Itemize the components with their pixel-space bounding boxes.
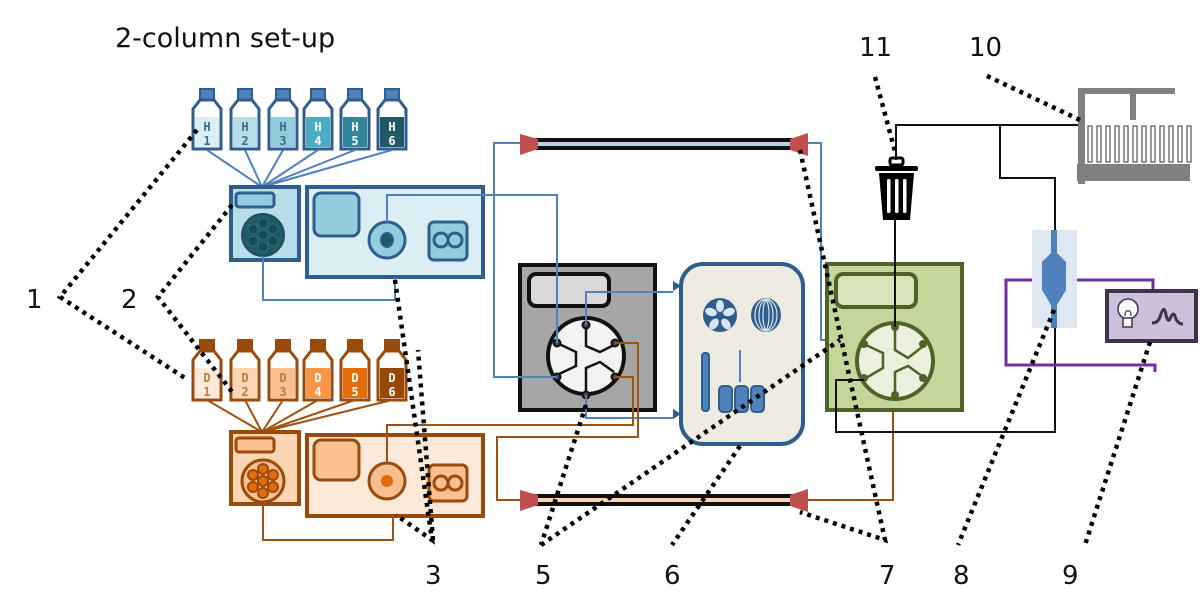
collection-tube: [1159, 125, 1165, 163]
trash-can-icon: [875, 156, 918, 220]
bottle-number: 4: [314, 134, 321, 148]
callout-labels: 1 2 3 5 6 7 8 9 10 11: [26, 33, 1079, 591]
bottle-number: 6: [388, 385, 395, 399]
label-3: 3: [425, 561, 442, 591]
label-2: 2: [121, 285, 138, 315]
d-solvent-selector-valve: [229, 430, 301, 506]
collection-tube: [1150, 125, 1156, 163]
bottle-letter: H: [279, 120, 286, 134]
label-8: 8: [953, 561, 970, 591]
bottle-letter: H: [388, 120, 395, 134]
h-flow-lines: [262, 142, 840, 419]
label-11: 11: [859, 33, 892, 63]
uv-detector: [1105, 289, 1198, 343]
bottle-number: 3: [279, 134, 286, 148]
bottle-letter: D: [203, 371, 210, 385]
collection-tube: [1141, 125, 1147, 163]
diagram-title: 2-column set-up: [115, 23, 335, 54]
d-bottle-lines: [206, 399, 393, 433]
collection-tube: [1168, 125, 1174, 163]
bottle-letter: D: [279, 371, 286, 385]
d-bottle: D6: [376, 339, 408, 402]
bottle-letter: D: [241, 371, 248, 385]
chromatogram-peak-icon: [1151, 308, 1184, 326]
label-6: 6: [664, 561, 681, 591]
d-bottle: D3: [267, 339, 299, 402]
bottle-number: 5: [351, 385, 358, 399]
collection-tube: [1177, 125, 1183, 163]
column-d: [520, 489, 808, 512]
bottle-letter: H: [203, 120, 210, 134]
h-bottle: H3: [267, 88, 299, 151]
label-5: 5: [535, 561, 552, 591]
collection-tube: [1105, 125, 1111, 163]
bottle-letter: H: [314, 120, 321, 134]
d-bottle: D2: [229, 339, 261, 402]
bottle-number: 6: [388, 134, 395, 148]
light-bulb-icon: [1117, 298, 1139, 328]
h-bottle: H6: [376, 88, 408, 151]
column-h: [520, 133, 808, 156]
h-bottle: H5: [339, 88, 371, 151]
h-solvent-selector-valve: [229, 185, 301, 262]
bottle-letter: D: [388, 371, 395, 385]
h-bottle: H2: [229, 88, 261, 151]
detector-cables: [1004, 278, 1157, 372]
collection-tube: [1132, 125, 1138, 163]
d-pump: [305, 433, 485, 518]
h-bottle: H4: [302, 88, 334, 151]
label-9: 9: [1062, 561, 1079, 591]
label-7: 7: [879, 561, 896, 591]
bottle-letter: H: [351, 120, 358, 134]
column-switching-valve: [518, 263, 657, 412]
fraction-collector-icon: [1077, 88, 1192, 184]
h-bottle-lines: [206, 149, 393, 188]
bottle-number: 2: [241, 134, 248, 148]
h-bottle: H1: [191, 88, 223, 151]
bottle-number: 3: [279, 385, 286, 399]
bottle-letter: D: [314, 371, 321, 385]
label-10: 10: [969, 33, 1002, 63]
collection-tube: [1186, 125, 1192, 163]
bottle-number: 4: [314, 385, 321, 399]
d-bottle: D4: [302, 339, 334, 402]
bottle-letter: D: [351, 371, 358, 385]
collection-tube: [1096, 125, 1102, 163]
d-bottle: D5: [339, 339, 371, 402]
collection-tube: [1087, 125, 1093, 163]
h-pump: [305, 185, 485, 279]
bottle-number: 1: [203, 134, 210, 148]
bottle-number: 1: [203, 385, 210, 399]
bottle-number: 5: [351, 134, 358, 148]
collection-tube: [1123, 125, 1129, 163]
callout-lines: [56, 72, 1153, 547]
bottle-number: 2: [241, 385, 248, 399]
d-bottle: D1: [191, 339, 223, 402]
column-oven: [673, 262, 805, 446]
collection-tube: [1114, 125, 1120, 163]
bottle-letter: H: [241, 120, 248, 134]
label-1: 1: [26, 285, 43, 315]
